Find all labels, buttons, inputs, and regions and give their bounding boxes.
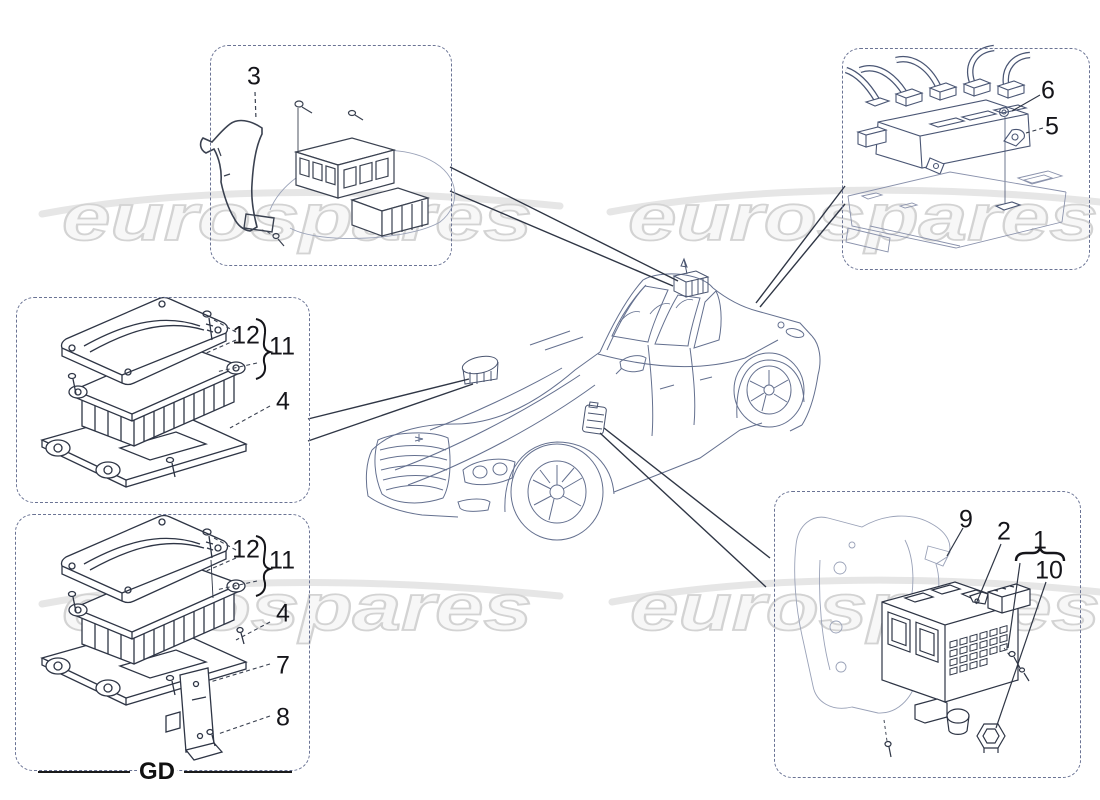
car-illustration (365, 257, 821, 541)
callout-8: 8 (276, 703, 290, 732)
callout-brace (255, 318, 274, 380)
leader-lines (203, 537, 271, 735)
watermark-text: eurospares (630, 570, 1100, 644)
callout-brace (255, 535, 274, 597)
callout-overbrace (1014, 544, 1066, 562)
caption-rule-left (38, 771, 130, 773)
callout-7: 7 (276, 651, 290, 680)
leader-lines (203, 319, 271, 429)
callout-2: 2 (997, 517, 1011, 546)
caption-rule-right (184, 771, 292, 773)
callout-9: 9 (959, 505, 973, 534)
callout-10: 10 (1035, 556, 1063, 585)
rear-wheel (733, 352, 805, 428)
connector-lines (307, 166, 846, 588)
callout-4-upper: 4 (276, 387, 290, 416)
cowl-module (461, 355, 499, 385)
watermark-row1-right: eurospares (606, 179, 1100, 255)
engine-ecu-drawing-upper (41, 296, 274, 488)
callout-12-lower: 12 (232, 535, 260, 564)
engine-ecu-drawing-lower (41, 514, 274, 761)
callout-5: 5 (1045, 112, 1059, 141)
watermark-text: eurospares (628, 180, 1098, 254)
callout-3: 3 (247, 62, 261, 91)
callout-1: 1 (1033, 526, 1047, 555)
callout-4-lower: 4 (276, 599, 290, 628)
watermark-row1-left: eurospares (38, 179, 564, 255)
callout-12-upper: 12 (232, 321, 260, 350)
gd-caption: GD (38, 758, 292, 785)
leader-lines (946, 527, 1047, 729)
watermark-row2-right: eurospares (608, 569, 1100, 645)
watermark-text: eurospares (62, 180, 532, 254)
body-computer-drawing (794, 515, 1066, 758)
ecu-harness-drawing (844, 44, 1067, 253)
roof-node-drawing (199, 91, 456, 247)
trident-mark (414, 434, 424, 442)
roof-module (672, 257, 710, 298)
caption-code: GD (137, 758, 177, 785)
callout-11-upper: 11 (269, 332, 295, 361)
door-module (582, 401, 607, 435)
callout-11-lower: 11 (269, 546, 295, 575)
mounting-tray (845, 170, 1067, 253)
front-wheel (510, 443, 604, 541)
callout-6: 6 (1041, 76, 1055, 105)
